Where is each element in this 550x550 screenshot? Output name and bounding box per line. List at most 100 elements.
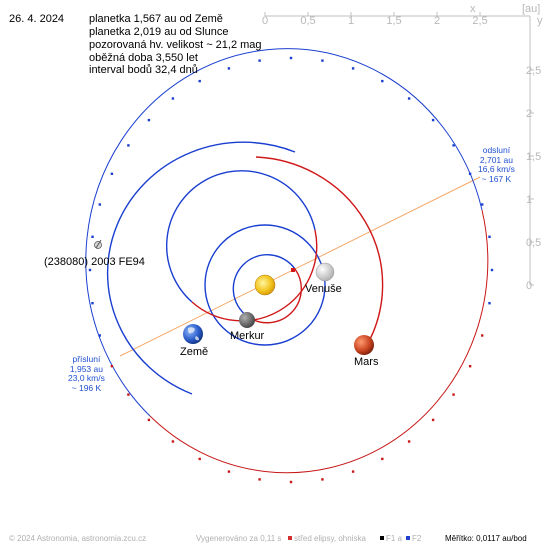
asteroid-point (147, 418, 151, 422)
asteroid-point (91, 235, 94, 238)
asteroid-point (452, 144, 455, 147)
earth-label: Země (180, 346, 209, 358)
y-tick-label: 2 (526, 108, 532, 120)
asteroid-orbit-blue (85, 48, 483, 417)
orbit-earth-red (191, 229, 318, 322)
x-tick-label: 2,5 (472, 15, 487, 27)
asteroid-point (381, 457, 384, 461)
asteroid-point (407, 97, 411, 100)
x-tick-marks (264, 12, 481, 16)
aphelion-distance: 2,701 au (479, 154, 513, 165)
asteroid-marker (94, 239, 102, 249)
asteroid-point (198, 457, 201, 461)
copyright-link[interactable]: © 2024 Astronomia, astronomia.zcu.cz (9, 534, 147, 543)
venus-label: Venuše (305, 283, 342, 295)
aphelion-speed: 16,6 km/s (478, 164, 515, 174)
legend-red-square-icon (288, 536, 292, 541)
sun (254, 274, 276, 296)
asteroid-earth-distance: planetka 1,567 au od Země (89, 13, 223, 25)
aphelion-label: odsluní (482, 145, 511, 155)
asteroid-point (452, 393, 455, 396)
asteroid-point (488, 235, 491, 238)
legend-center: střed elipsy, ohniska (288, 534, 366, 543)
mars-icon (354, 335, 374, 355)
planet-orbits (107, 141, 384, 404)
asteroid-point (488, 302, 491, 305)
asteroid-point (407, 440, 411, 443)
mercury-label: Merkur (230, 330, 265, 342)
perihelion-info: přísluní 1,953 au 23,0 km/s ~ 196 K (68, 354, 105, 393)
y-tick-label: 0 (526, 280, 532, 292)
asteroid-point (98, 203, 101, 206)
asteroid-point (481, 334, 484, 337)
asteroid-motion-tick (95, 239, 102, 249)
asteroid-point (481, 203, 484, 206)
mars-label: Mars (354, 356, 379, 368)
orbit-earth-blue (165, 170, 316, 303)
asteroid-point (147, 118, 151, 122)
orbit-mars-red-arc (255, 156, 384, 346)
earth-landmass-icon (188, 327, 199, 341)
orbital-period: oběžná doba 3,550 let (89, 52, 198, 64)
orbit-mars-red (192, 152, 379, 404)
aphelion-temperature: ~ 167 K (481, 173, 512, 184)
ellipse-center-marker (291, 268, 295, 272)
perihelion-speed: 23,0 km/s (68, 373, 105, 383)
orbit-mars-blue (107, 141, 296, 395)
y-axis-label: y (537, 15, 543, 27)
generation-time: Vygenerováno za 0,11 s (196, 534, 282, 543)
asteroid-point (227, 67, 231, 70)
axis-unit: [au] (522, 3, 540, 15)
asteroid-point (321, 478, 324, 481)
x-tick-labels: 0 0,5 1 1,5 2 2,5 (262, 15, 488, 27)
asteroid-point (198, 79, 201, 83)
asteroid-orbit (85, 48, 489, 474)
y-tick-label: 1,5 (526, 151, 541, 163)
earth-icon (183, 324, 203, 344)
y-tick-label: 1 (526, 194, 532, 206)
orbit-mercury-blue (232, 254, 296, 317)
asteroid-point (258, 478, 261, 481)
asteroid-point (91, 302, 94, 305)
asteroid-name-label: (238080) 2003 FE94 (44, 256, 145, 268)
asteroid-point (110, 365, 114, 368)
asteroid-point (88, 268, 92, 272)
asteroid-point (490, 268, 494, 272)
asteroid-point (171, 97, 175, 100)
asteroid-point (381, 79, 384, 83)
y-tick-labels: 2,5 2 1,5 1 0,5 0 (526, 65, 541, 292)
date-label: 26. 4. 2024 (9, 13, 65, 25)
asteroid-point (468, 172, 472, 175)
x-axis-label: x (470, 3, 476, 15)
asteroid-point (171, 440, 175, 443)
legend-center-text: střed elipsy, ohniska (294, 534, 366, 543)
legend-f1-text: F1 a (386, 534, 403, 543)
scale-label: Měřítko: 0,0117 au/bod (445, 534, 527, 543)
x-tick-label: 2 (434, 15, 440, 27)
asteroid-point (321, 59, 324, 62)
earth (183, 324, 203, 344)
y-tick-marks (530, 69, 534, 286)
asteroid-sun-distance: planetka 2,019 au od Slunce (89, 26, 229, 38)
legend-blue-square-icon (406, 536, 411, 541)
orbit-venus (204, 224, 326, 346)
asteroid-point (468, 365, 472, 368)
asteroid-point (431, 418, 435, 422)
asteroid-point (351, 67, 355, 70)
aphelion-info: odsluní 2,701 au 16,6 km/s ~ 167 K (478, 145, 515, 184)
point-interval: interval bodů 32,4 dnů (89, 64, 198, 76)
asteroid-point (127, 144, 130, 147)
asteroid-orbit-red (149, 209, 489, 474)
asteroid-point (227, 470, 231, 473)
asteroid-position-points (88, 56, 494, 484)
x-tick-label: 1,5 (386, 15, 401, 27)
legend-black-square-icon (380, 536, 384, 541)
observed-magnitude: pozorovaná hv. velikost ~ 21,2 mag (89, 39, 262, 51)
y-tick-label: 2,5 (526, 65, 541, 77)
mercury-icon (239, 312, 255, 328)
axes (265, 15, 531, 285)
x-tick-label: 0,5 (300, 15, 315, 27)
perihelion-distance: 1,953 au (69, 363, 103, 374)
perihelion-label: přísluní (72, 354, 101, 364)
